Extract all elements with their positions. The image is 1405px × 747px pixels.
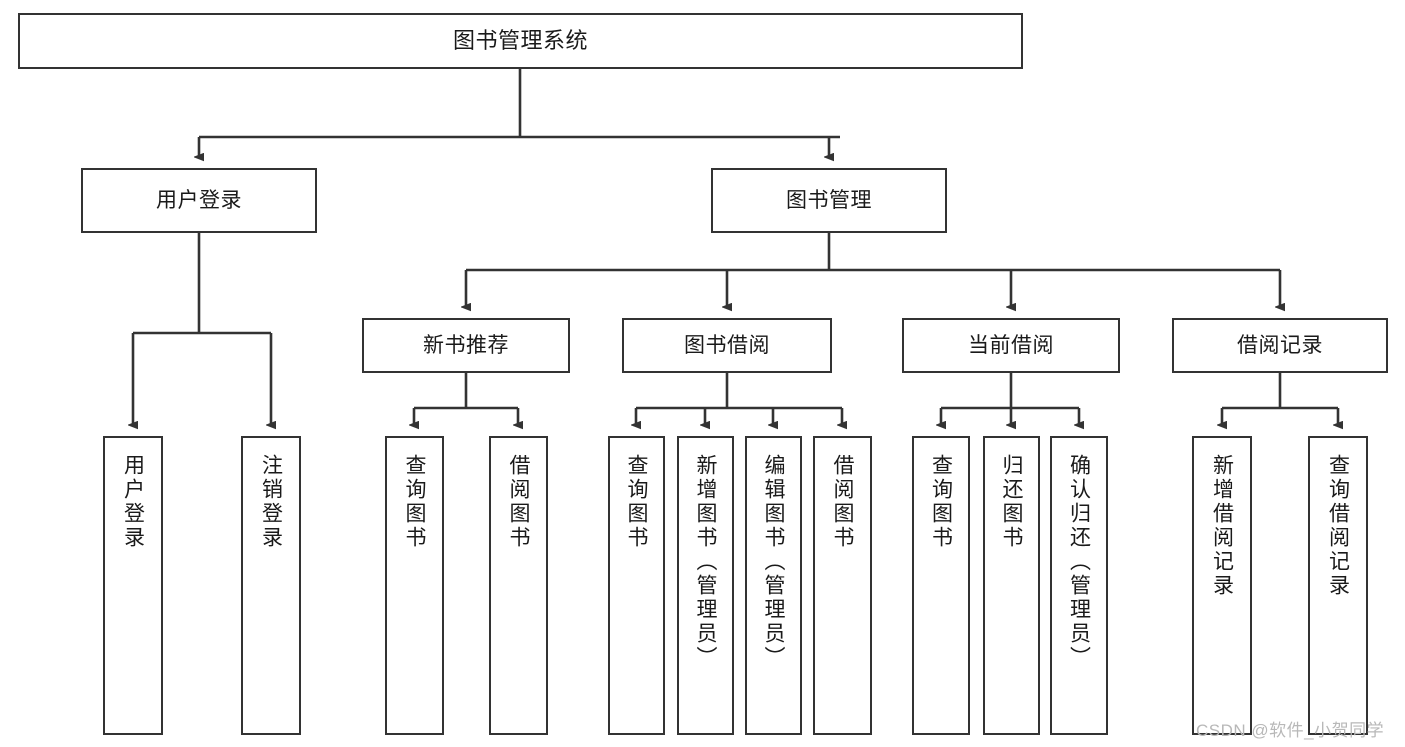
node-book-management-label: 图书管理	[786, 188, 872, 212]
node-new-book-recommend-label: 新书推荐	[423, 333, 509, 357]
node-current-borrow[interactable]: 当前借阅	[902, 318, 1120, 373]
leaf-add-borrow-record[interactable]: 新增借阅记录	[1192, 436, 1252, 735]
node-root-system-label: 图书管理系统	[452, 28, 588, 54]
leaf-query-book-current[interactable]: 查询图书	[912, 436, 970, 735]
leaf-query-borrow-record-label: 查询借阅记录	[1326, 454, 1350, 598]
leaf-user-login-label: 用户登录	[121, 454, 145, 550]
node-root-system[interactable]: 图书管理系统	[18, 13, 1023, 69]
node-user-login[interactable]: 用户登录	[81, 168, 317, 233]
leaf-add-book-admin[interactable]: 新增图书（管理员）	[677, 436, 734, 735]
leaf-return-book-label: 归还图书	[1000, 454, 1023, 550]
leaf-query-book-recommend-label: 查询图书	[403, 454, 426, 550]
leaf-borrow-book-label: 借阅图书	[831, 454, 854, 550]
node-book-borrow-label: 图书借阅	[684, 333, 770, 357]
leaf-logout-label: 注销登录	[259, 454, 283, 550]
node-current-borrow-label: 当前借阅	[968, 333, 1054, 357]
leaf-edit-book-admin[interactable]: 编辑图书（管理员）	[745, 436, 802, 735]
leaf-query-borrow-record[interactable]: 查询借阅记录	[1308, 436, 1368, 735]
node-book-management[interactable]: 图书管理	[711, 168, 947, 233]
leaf-borrow-book-recommend[interactable]: 借阅图书	[489, 436, 548, 735]
node-book-borrow[interactable]: 图书借阅	[622, 318, 832, 373]
leaf-query-book-current-label: 查询图书	[929, 454, 953, 550]
leaf-query-book[interactable]: 查询图书	[608, 436, 665, 735]
node-new-book-recommend[interactable]: 新书推荐	[362, 318, 570, 373]
leaf-query-book-label: 查询图书	[625, 454, 648, 550]
leaf-add-borrow-record-label: 新增借阅记录	[1210, 454, 1234, 598]
leaf-borrow-book[interactable]: 借阅图书	[813, 436, 872, 735]
leaf-query-book-recommend[interactable]: 查询图书	[385, 436, 444, 735]
leaf-add-book-admin-label: 新增图书（管理员）	[694, 454, 717, 670]
leaf-borrow-book-recommend-label: 借阅图书	[507, 454, 530, 550]
leaf-confirm-return-admin[interactable]: 确认归还（管理员）	[1050, 436, 1108, 735]
node-borrow-records-label: 借阅记录	[1237, 333, 1323, 357]
node-user-login-label: 用户登录	[156, 188, 242, 212]
leaf-edit-book-admin-label: 编辑图书（管理员）	[762, 454, 785, 670]
node-borrow-records[interactable]: 借阅记录	[1172, 318, 1388, 373]
leaf-confirm-return-admin-label: 确认归还（管理员）	[1067, 454, 1091, 670]
leaf-user-login[interactable]: 用户登录	[103, 436, 163, 735]
leaf-logout[interactable]: 注销登录	[241, 436, 301, 735]
leaf-return-book[interactable]: 归还图书	[983, 436, 1040, 735]
